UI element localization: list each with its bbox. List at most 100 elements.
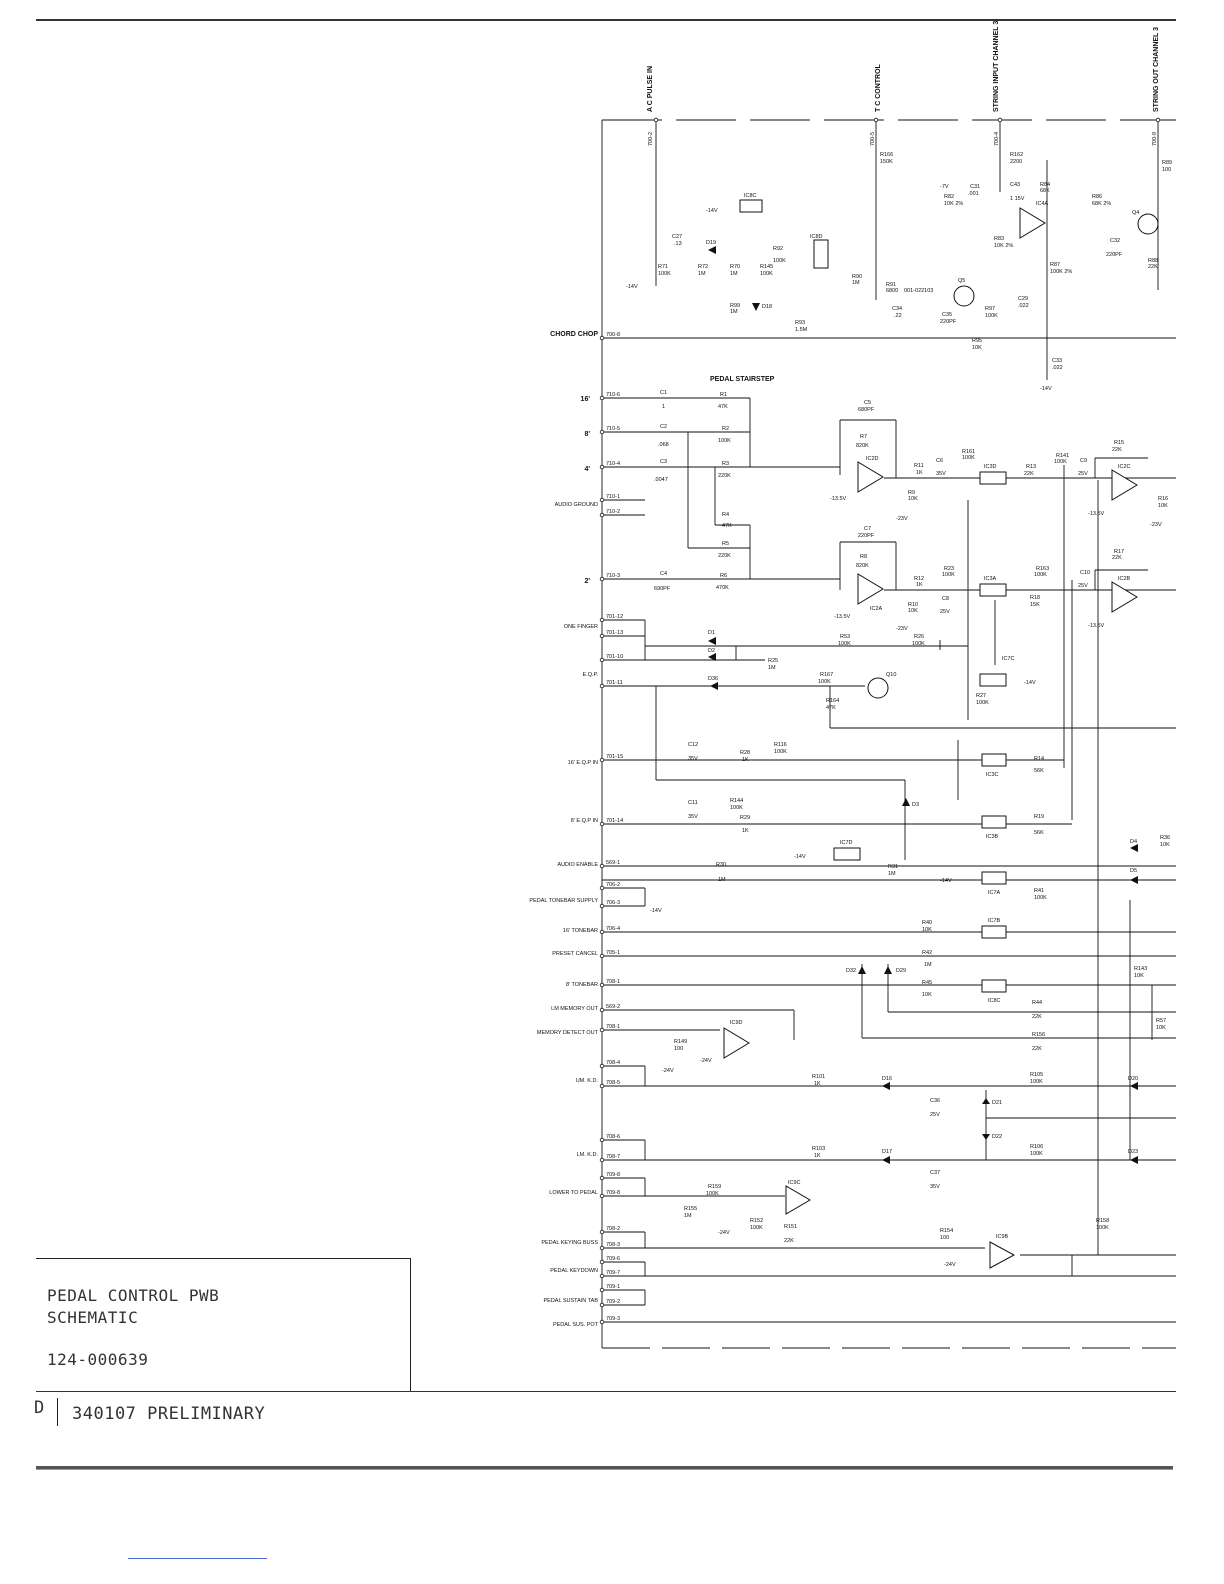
val-c35: 220PF <box>940 319 957 325</box>
ref-r149: R149 <box>674 1039 687 1045</box>
val-c2: .068 <box>658 442 669 448</box>
switch-ic7c <box>979 673 1007 687</box>
ref-r25: R25 <box>768 658 778 664</box>
diode-d5 <box>1130 876 1138 884</box>
left-pin-24: 708-7 <box>606 1154 620 1160</box>
ref-c27: C27 <box>672 234 682 240</box>
val-r86: 68K 2% <box>1092 201 1111 207</box>
ref-r44: R44 <box>1032 1000 1042 1006</box>
diode-d4 <box>1130 844 1138 852</box>
ref-r155: R155 <box>684 1206 697 1212</box>
val-r36: 10K <box>1160 842 1170 848</box>
left-pin-5: 710-2 <box>606 509 620 515</box>
val-c11: 35V <box>688 814 698 820</box>
val-r106: 100K <box>1030 1151 1043 1157</box>
val-r15: 22K <box>1112 447 1122 453</box>
ref-d29: D29 <box>896 968 906 974</box>
left-pin-1: 710-6 <box>606 392 620 398</box>
diode-d32 <box>858 966 866 974</box>
supply-23v-c: -23V <box>1150 522 1162 528</box>
ref-r17: R17 <box>1114 549 1124 555</box>
left-pin-12: 701-14 <box>606 818 623 824</box>
analog-switches <box>739 199 1007 993</box>
ref-r159: R159 <box>708 1184 721 1190</box>
ref-r70: R70 <box>730 264 740 270</box>
left-pin-31: 709-1 <box>606 1284 620 1290</box>
ref-r88: R88 <box>1148 258 1158 264</box>
left-pin-23: 708-6 <box>606 1134 620 1140</box>
left-pin-19: 569-2 <box>606 1004 620 1010</box>
left-label-18: 8' TONEBAR <box>566 982 598 988</box>
transistor-q4 <box>1137 213 1159 235</box>
opamp-ic2a <box>857 573 884 605</box>
val-r87: 100K 2% <box>1050 269 1072 275</box>
top-input-labels: A C PULSE IN 700-2 T C CONTROL 700-5 STR… <box>647 21 1160 146</box>
val-r57: 10K <box>1156 1025 1166 1031</box>
ref-r161: R161 <box>962 449 975 455</box>
title-divider <box>36 1391 1176 1393</box>
ref-r18: R18 <box>1030 595 1040 601</box>
ref-r13: R13 <box>1026 464 1036 470</box>
val-r141: 100K <box>1054 459 1067 465</box>
section-title: PEDAL STAIRSTEP <box>710 376 775 383</box>
ref-r16: R16 <box>1158 496 1168 502</box>
ref-c10: C10 <box>1080 570 1090 576</box>
val-r70: 1M <box>730 271 738 277</box>
left-pin-22: 708-5 <box>606 1080 620 1086</box>
val-r26: 100K <box>912 641 925 647</box>
ref-d5: D5 <box>1130 868 1137 874</box>
left-pin-9: 701-10 <box>606 654 623 660</box>
diode-d22 <box>982 1134 990 1140</box>
left-label-22: UM. K.D. <box>576 1078 599 1084</box>
supply-14v-e: -14V <box>940 878 952 884</box>
ref-d1: D1 <box>708 630 715 636</box>
ref-r71: R71 <box>658 264 668 270</box>
ref-d18: D18 <box>762 304 772 310</box>
val-c9: 25V <box>1078 471 1088 477</box>
switch-ic8c <box>739 199 763 213</box>
ref-r97: R97 <box>985 306 995 312</box>
left-pin-21: 708-4 <box>606 1060 620 1066</box>
ref-q5: Q5 <box>958 278 965 284</box>
ref-r57: R57 <box>1156 1018 1166 1024</box>
footer-link-underline[interactable] <box>128 1558 267 1559</box>
ref-c31: C31 <box>970 184 980 190</box>
val-c5: 680PF <box>858 407 875 413</box>
transistor-q10 <box>867 677 889 699</box>
transistor-q5 <box>953 285 975 307</box>
left-pin-4: 710-1 <box>606 494 620 500</box>
ref-c37: C37 <box>930 1170 940 1176</box>
ref-ic2b: IC2B <box>1118 576 1131 582</box>
ref-r162: R162 <box>1010 152 1023 158</box>
ref-c4: C4 <box>660 571 667 577</box>
val-r12: 1K <box>916 582 923 588</box>
ref-ic3a: IC3A <box>984 576 997 582</box>
val-r167: 100K <box>818 679 831 685</box>
ref-c32: C32 <box>1110 238 1120 244</box>
val-r163: 100K <box>1034 572 1047 578</box>
ref-c35: C35 <box>942 312 952 318</box>
ref-r87: R87 <box>1050 262 1060 268</box>
ref-r84: R84 <box>1040 182 1050 188</box>
ref-r91: R91 <box>886 282 896 288</box>
val-r164: 47K <box>826 705 836 711</box>
val-r42: 1M <box>924 962 932 968</box>
left-pin-33: 709-3 <box>606 1316 620 1322</box>
diode-d21 <box>982 1098 990 1104</box>
ref-ic7d: IC7D <box>840 840 853 846</box>
left-pin-2: 710-5 <box>606 426 620 432</box>
diode-d16 <box>882 1082 890 1090</box>
part-number: 124-000639 <box>47 1350 149 1369</box>
opamp-ic9d <box>723 1027 750 1059</box>
left-label-3: 4' <box>584 466 590 473</box>
val-c31: .001 <box>968 191 979 197</box>
val-c27: .13 <box>674 241 682 247</box>
left-label-28: PEDAL KEYING BUSS <box>541 1240 598 1246</box>
supply-23v-a: -23V <box>896 516 908 522</box>
ref-c29: C29 <box>1018 296 1028 302</box>
left-label-1: 16' <box>581 396 591 403</box>
val-r93: 1.5M <box>795 327 808 333</box>
ref-r5: R5 <box>722 541 729 547</box>
ref-r95: R95 <box>972 338 982 344</box>
